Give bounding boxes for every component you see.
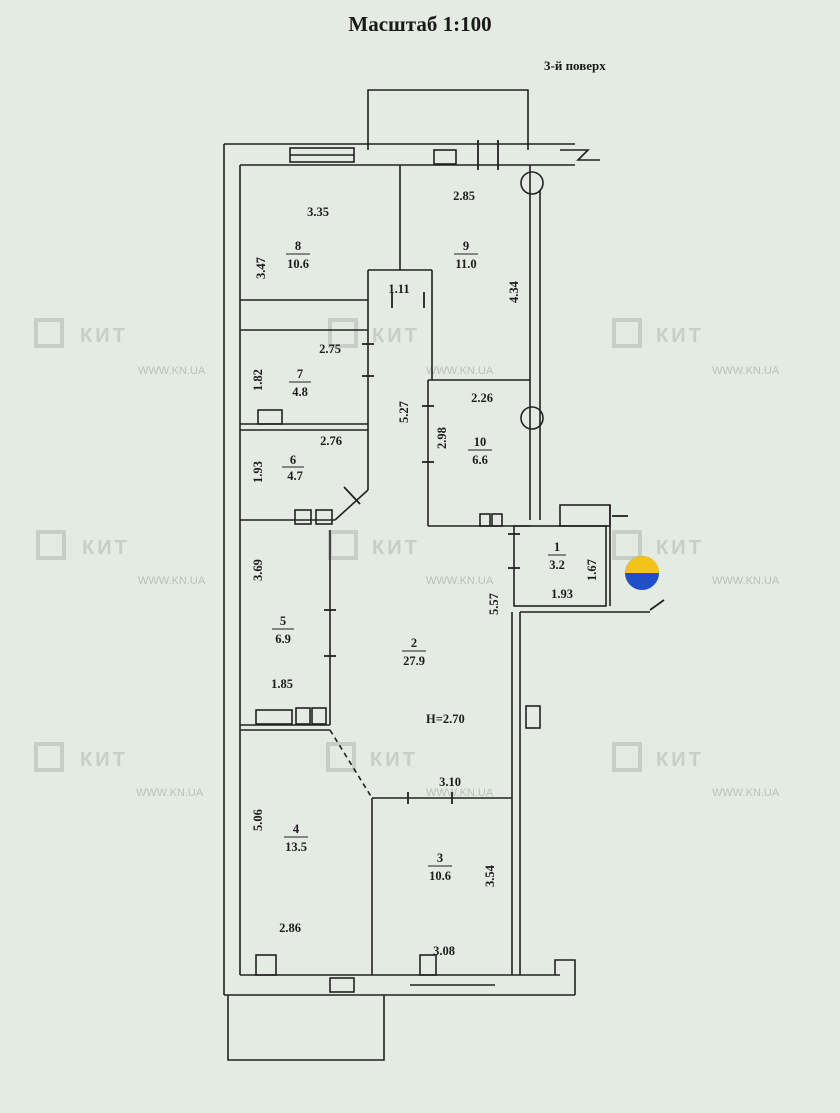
dim-r9-height: 4.34 bbox=[507, 280, 521, 303]
room-7: 7 4.8 bbox=[289, 367, 311, 399]
svg-text:КИТ: КИТ bbox=[656, 749, 704, 771]
watermark-logo-8: КИТ bbox=[326, 742, 418, 772]
watermarks: КИТ КИТ КИТ КИТ КИТ КИТ КИТ КИТ КИТ WWW.… bbox=[34, 318, 780, 799]
dim-hall-length: 5.57 bbox=[487, 593, 501, 615]
svg-text:4: 4 bbox=[293, 822, 300, 836]
dim-r10-width: 2.26 bbox=[471, 391, 493, 405]
dim-r6-width: 2.76 bbox=[320, 434, 342, 448]
room-9: 9 11.0 bbox=[454, 239, 478, 271]
dim-r4-height: 5.06 bbox=[251, 809, 265, 831]
watermark-url-8: WWW.KN.UA bbox=[426, 787, 494, 799]
dim-corridor-length: 5.27 bbox=[397, 401, 411, 423]
svg-text:3.2: 3.2 bbox=[549, 558, 565, 572]
watermark-logo-3: КИТ bbox=[612, 318, 704, 348]
watermark-url-5: WWW.KN.UA bbox=[426, 575, 494, 587]
svg-text:КИТ: КИТ bbox=[656, 325, 704, 347]
room-5: 5 6.9 bbox=[272, 614, 294, 646]
walls bbox=[223, 89, 650, 1061]
room-3: 3 10.6 bbox=[428, 851, 452, 883]
scale-title: Масштаб 1:100 bbox=[348, 12, 492, 36]
dim-r8-height: 3.47 bbox=[254, 257, 268, 279]
dim-r6-height: 1.93 bbox=[251, 461, 265, 483]
dim-r9-width: 2.85 bbox=[453, 189, 475, 203]
room-2: 2 27.9 bbox=[402, 636, 426, 668]
watermark-url-1: WWW.KN.UA bbox=[138, 365, 206, 377]
dim-r5-width: 1.85 bbox=[271, 677, 293, 691]
svg-text:13.5: 13.5 bbox=[285, 840, 307, 854]
svg-text:7: 7 bbox=[297, 367, 303, 381]
svg-text:6: 6 bbox=[290, 453, 296, 467]
svg-text:4.8: 4.8 bbox=[292, 385, 308, 399]
dim-r3-top: 3.10 bbox=[439, 775, 461, 789]
watermark-url-3: WWW.KN.UA bbox=[712, 365, 780, 377]
svg-text:КИТ: КИТ bbox=[656, 537, 704, 559]
svg-text:9: 9 bbox=[463, 239, 469, 253]
svg-text:5: 5 bbox=[280, 614, 286, 628]
dim-r10-height: 2.98 bbox=[435, 427, 449, 449]
room-6: 6 4.7 bbox=[282, 453, 304, 483]
room-10: 10 6.6 bbox=[468, 435, 492, 467]
ceiling-height: H=2.70 bbox=[426, 712, 465, 726]
watermark-url-4: WWW.KN.UA bbox=[138, 575, 206, 587]
dim-r7-height: 1.82 bbox=[251, 369, 265, 391]
dim-r5-height: 3.69 bbox=[251, 559, 265, 581]
room-4: 4 13.5 bbox=[284, 822, 308, 854]
svg-text:6.9: 6.9 bbox=[275, 632, 291, 646]
room-1: 1 3.2 bbox=[548, 540, 566, 572]
watermark-logo-1: КИТ bbox=[34, 318, 128, 348]
watermark-logo-2: КИТ bbox=[328, 318, 420, 348]
watermark-logo-5: КИТ bbox=[328, 530, 420, 560]
svg-text:2: 2 bbox=[411, 636, 417, 650]
dim-r1-width: 1.93 bbox=[551, 587, 573, 601]
door-ticks bbox=[324, 140, 665, 804]
svg-text:1: 1 bbox=[554, 540, 560, 554]
watermark-url-2: WWW.KN.UA bbox=[426, 365, 494, 377]
svg-text:4.7: 4.7 bbox=[287, 469, 303, 483]
watermark-logo-9: КИТ bbox=[612, 742, 704, 772]
dim-r3-width: 3.08 bbox=[433, 944, 455, 958]
svg-text:КИТ: КИТ bbox=[372, 325, 420, 347]
floor-label: 3-й поверх bbox=[544, 58, 606, 73]
watermark-url-7: WWW.KN.UA bbox=[136, 787, 204, 799]
svg-text:11.0: 11.0 bbox=[455, 257, 476, 271]
watermark-logo-4: КИТ bbox=[36, 530, 130, 560]
svg-text:КИТ: КИТ bbox=[82, 537, 130, 559]
svg-text:27.9: 27.9 bbox=[403, 654, 425, 668]
svg-text:КИТ: КИТ bbox=[370, 749, 418, 771]
watermark-url-6: WWW.KN.UA bbox=[712, 575, 780, 587]
svg-text:6.6: 6.6 bbox=[472, 453, 488, 467]
svg-text:10.6: 10.6 bbox=[287, 257, 309, 271]
entry-badge bbox=[625, 556, 659, 590]
dim-r8-width: 3.35 bbox=[307, 205, 329, 219]
svg-text:КИТ: КИТ bbox=[80, 749, 128, 771]
svg-text:10: 10 bbox=[474, 435, 487, 449]
watermark-logo-6: КИТ bbox=[612, 530, 704, 560]
dimension-labels: 3.35 3.47 2.85 4.34 1.11 2.75 1.82 2.76 … bbox=[251, 189, 599, 958]
dim-corridor-width: 1.11 bbox=[388, 282, 409, 296]
watermark-url-9: WWW.KN.UA bbox=[712, 787, 780, 799]
svg-text:10.6: 10.6 bbox=[429, 869, 451, 883]
dim-r1-height: 1.67 bbox=[585, 559, 599, 581]
dim-r7-width: 2.75 bbox=[319, 342, 341, 356]
room-labels: 1 3.2 2 27.9 3 10.6 4 13.5 5 bbox=[272, 239, 566, 883]
svg-text:КИТ: КИТ bbox=[372, 537, 420, 559]
svg-text:КИТ: КИТ bbox=[80, 325, 128, 347]
svg-text:3: 3 bbox=[437, 851, 443, 865]
dim-r4-width: 2.86 bbox=[279, 921, 301, 935]
dim-r3-height: 3.54 bbox=[483, 864, 497, 887]
svg-text:8: 8 bbox=[295, 239, 301, 253]
watermark-logo-7: КИТ bbox=[34, 742, 128, 772]
room-8: 8 10.6 bbox=[286, 239, 310, 271]
